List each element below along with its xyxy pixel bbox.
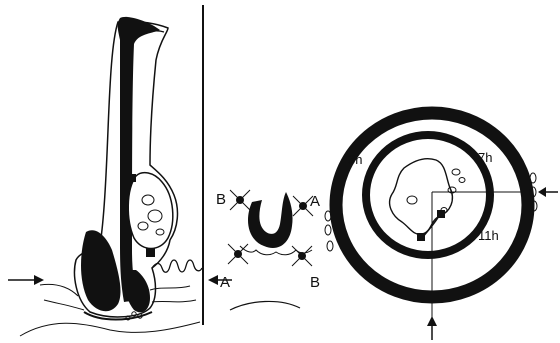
right-arrow-head [208,275,218,285]
cross-section-panel: 3h 7h 11h [336,113,558,340]
marker-b-top-left [230,190,250,210]
label-3h: 3h [348,152,362,167]
longitudinal-follicle-panel [8,5,232,336]
duct-marker-square [146,248,155,257]
inner-vacuole [452,169,460,175]
u-hair [248,192,293,248]
inner-marker-square [417,233,425,241]
tissue-line [40,284,78,296]
tissue-line [44,300,84,310]
inner-medulla [390,159,453,235]
marker-a-bottom-left [228,244,248,264]
middle-ring [366,135,490,255]
ring-side-texture [530,173,536,183]
label-a-bottom: A [220,274,230,291]
u-hair-inner [262,212,280,230]
tissue-line [20,322,200,336]
inner-vacuole [459,178,465,183]
label-7h: 7h [478,150,492,165]
ring-bottom-arrow-head [427,316,437,326]
label-b-bottom: B [310,274,320,291]
ring-right-arrow-head [538,187,546,197]
label-11h: 11h [478,228,499,243]
tissue-line [152,300,196,302]
marker-b-bottom-right [292,246,312,266]
side-texture [327,241,333,251]
middle-lower-arc [230,301,300,310]
label-b-top: B [216,191,226,208]
left-arrow-head [34,275,44,285]
inner-vacuole [407,196,417,204]
inner-marker-square [437,210,445,218]
side-texture [325,225,331,235]
duct-marker-square [128,174,136,182]
middle-hair-panel: B A A B [216,190,333,310]
label-a-top: A [310,193,320,210]
